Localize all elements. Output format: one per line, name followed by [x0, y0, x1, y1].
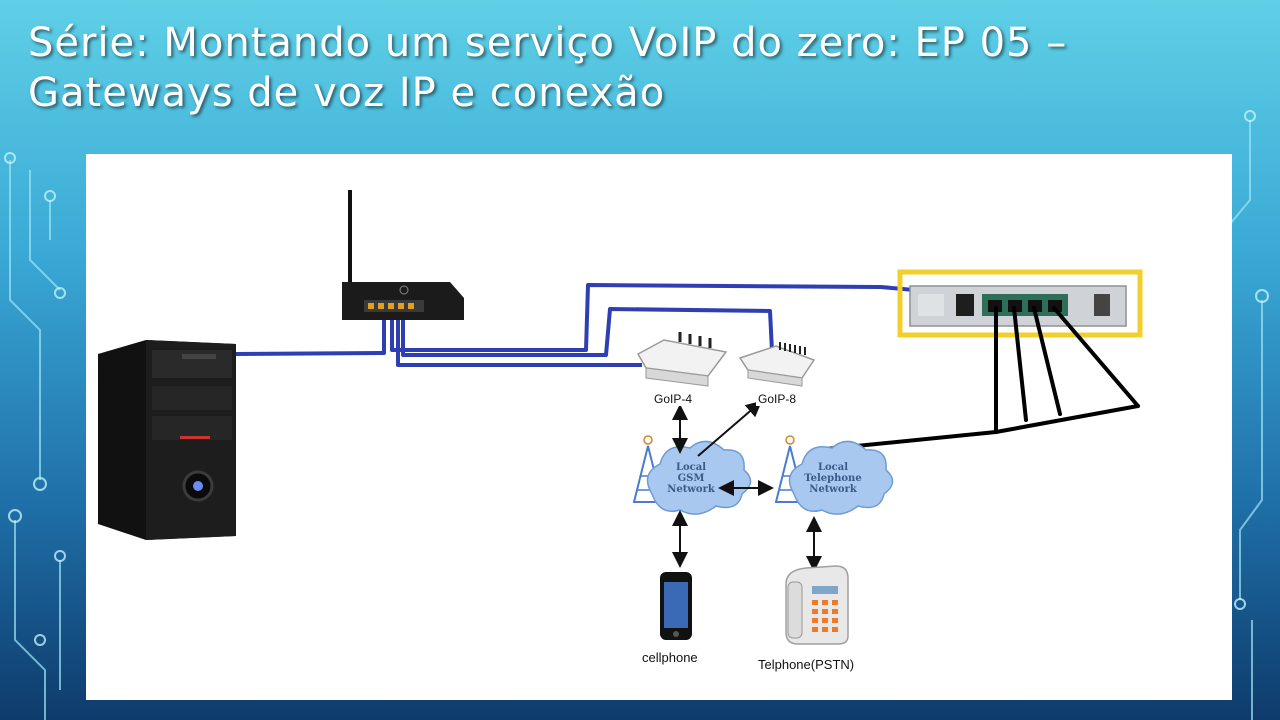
gsm-network-label: Local GSM Network: [656, 462, 726, 495]
phone-lines: [814, 306, 1140, 452]
blue-cables: [235, 283, 937, 367]
telephone-label: Telphone(PSTN): [756, 657, 857, 672]
desk-phone-icon: [785, 565, 849, 645]
goip-4-label: GoIP-4: [652, 392, 695, 406]
slide-title: Série: Montando um serviço VoIP do zero:…: [28, 18, 1258, 118]
cable-pc-router: [235, 306, 386, 356]
telephone-network-line2: Telephone: [804, 473, 862, 484]
cellphone-label: cellphone: [640, 650, 700, 665]
network-diagram: [98, 190, 1143, 645]
telephone-network-line1: Local: [817, 462, 849, 473]
telephone-network-line3: Network: [809, 484, 857, 495]
title-line-2: Gateways de voz IP e conexão: [28, 70, 666, 116]
connection-arrows: [672, 400, 822, 572]
voip-switch-icon: [897, 269, 1143, 338]
computer-tower-icon: [98, 340, 236, 540]
telephone-cloud-icon: [788, 440, 894, 515]
cable-router-switch: [390, 283, 937, 352]
goip-4-device: [636, 332, 728, 387]
gsm-network-line2: GSM: [677, 473, 705, 484]
cable-router-goip4: [396, 306, 642, 367]
wifi-router-icon: [342, 190, 464, 320]
telephone-network-label: Local Telephone Network: [798, 462, 868, 495]
cable-router-goip8: [401, 306, 774, 357]
title-line-1: Série: Montando um serviço VoIP do zero:…: [28, 20, 1068, 66]
goip-8-label: GoIP-8: [756, 392, 799, 406]
diagram-panel: GoIP-4 GoIP-8 Local GSM Network Local Te…: [86, 154, 1232, 700]
cellphone-icon: [660, 572, 692, 640]
gsm-network-line1: Local: [675, 462, 707, 473]
gsm-network-line3: Network: [667, 484, 715, 495]
goip-8-device: [738, 342, 816, 387]
